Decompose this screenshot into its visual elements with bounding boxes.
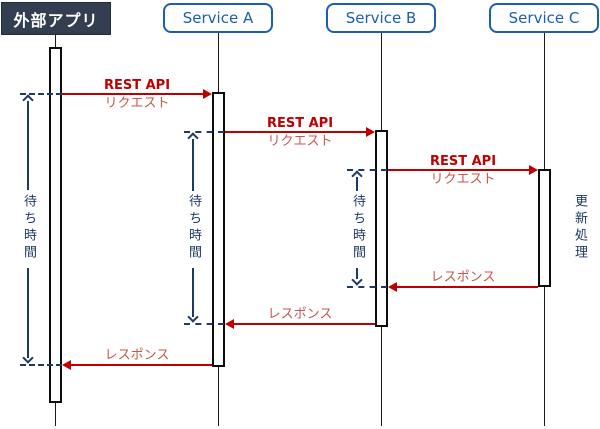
activation-bar-service-b: [375, 130, 388, 327]
message-line-response-2: [234, 323, 375, 325]
message-line-response-1: [397, 286, 538, 288]
wait-measure-line-bottom: [27, 268, 29, 358]
message-title-request-3: REST API: [429, 154, 497, 169]
message-title-response-3: レスポンス: [104, 348, 170, 363]
dashed-guide-line: [184, 323, 224, 325]
message-subtitle-request-3: リクエスト: [430, 172, 496, 187]
wait-time-label-external: 待ち時間: [21, 194, 36, 262]
activation-bar-external-app: [49, 47, 62, 403]
actor-box-service-a: Service A: [163, 3, 273, 33]
actor-label-service-c: Service C: [508, 9, 580, 27]
arrowhead-down-icon: [22, 352, 34, 364]
message-title-response-1: レスポンス: [430, 270, 496, 285]
actor-label-service-b: Service B: [345, 9, 417, 27]
activation-bar-service-c: [538, 169, 551, 287]
message-line-response-3: [71, 364, 212, 366]
dashed-guide-line: [347, 286, 387, 288]
dashed-guide-line: [20, 93, 62, 95]
arrowhead-left-icon: [388, 282, 397, 292]
dashed-guide-line: [347, 169, 387, 171]
arrowhead-down-icon: [187, 311, 199, 323]
message-line-request-1: [62, 93, 203, 95]
dashed-guide-line: [20, 364, 62, 366]
message-title-request-2: REST API: [266, 116, 334, 131]
message-title-request-1: REST API: [103, 78, 171, 93]
dashed-guide-line: [184, 131, 224, 133]
actor-box-external-app: 外部アプリ: [1, 2, 111, 35]
wait-measure-line-top: [356, 177, 358, 191]
update-process-label-service-c: 更新処理: [572, 194, 587, 262]
arrowhead-left-icon: [225, 319, 234, 329]
arrowhead-right-icon: [203, 89, 212, 99]
actor-label-service-a: Service A: [182, 9, 254, 27]
wait-measure-line-top: [27, 101, 29, 190]
actor-box-service-b: Service B: [326, 3, 436, 33]
wait-measure-line-top: [192, 139, 194, 191]
wait-measure-line-bottom: [192, 268, 194, 317]
wait-measure-line-bottom: [356, 268, 358, 279]
message-title-response-2: レスポンス: [267, 307, 333, 322]
arrowhead-right-icon: [366, 127, 375, 137]
message-line-request-3: [388, 169, 529, 171]
actor-box-service-c: Service C: [489, 3, 599, 33]
arrowhead-right-icon: [529, 165, 538, 175]
arrowhead-left-icon: [62, 360, 71, 370]
arrowhead-down-icon: [351, 274, 363, 286]
message-line-request-2: [225, 131, 366, 133]
activation-bar-service-a: [212, 92, 225, 367]
message-subtitle-request-1: リクエスト: [104, 96, 170, 111]
wait-time-label-service-b: 待ち時間: [350, 194, 365, 262]
wait-time-label-service-a: 待ち時間: [186, 194, 201, 262]
actor-label-external-app: 外部アプリ: [13, 10, 99, 30]
message-subtitle-request-2: リクエスト: [267, 134, 333, 149]
